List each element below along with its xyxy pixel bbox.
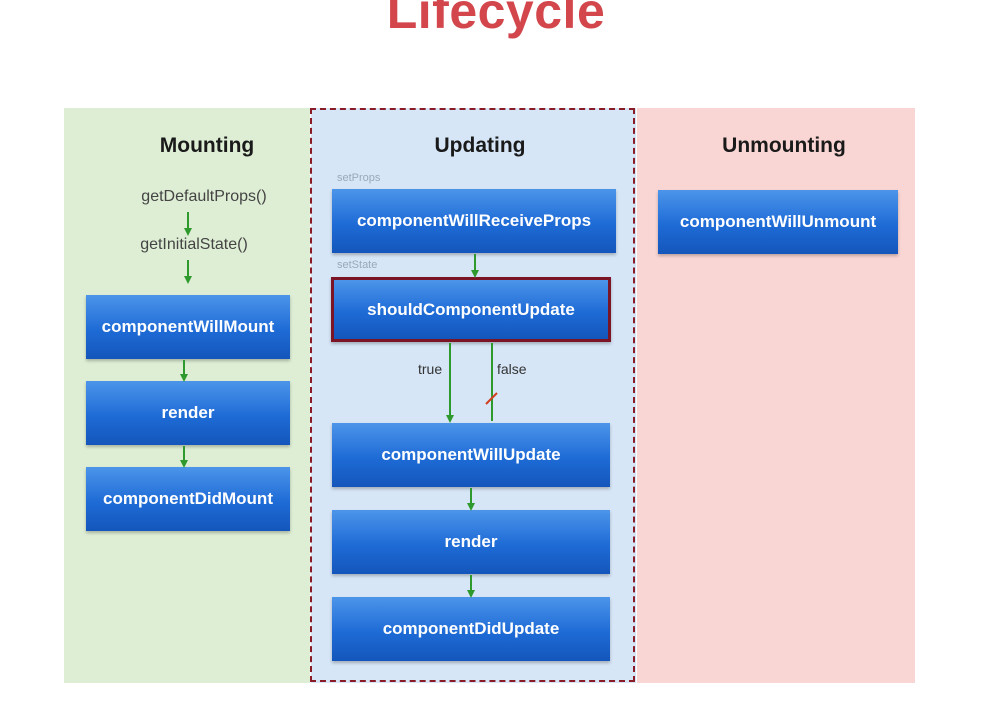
- component-will-unmount-box: componentWillUnmount: [658, 190, 898, 254]
- set-props-label: setProps: [337, 172, 381, 184]
- true-branch-label: true: [418, 361, 443, 377]
- set-state-label: setState: [337, 259, 378, 271]
- false-branch-label: false: [497, 361, 527, 377]
- mounting-render-box: render: [86, 381, 290, 445]
- mounting-heading: Mounting: [159, 134, 255, 157]
- get-initial-state-text: getInitialState(): [140, 236, 248, 253]
- diagram-title: Lifecycle: [386, 0, 606, 39]
- updating-heading: Updating: [434, 134, 526, 157]
- component-will-update-box: componentWillUpdate: [332, 423, 610, 487]
- get-default-props-text: getDefaultProps(): [141, 188, 267, 205]
- unmounting-heading: Unmounting: [722, 134, 846, 157]
- component-will-mount-box: componentWillMount: [86, 295, 290, 359]
- component-will-receive-props-box: componentWillReceiveProps: [332, 189, 616, 253]
- should-component-update-box: shouldComponentUpdate: [331, 277, 611, 342]
- component-did-update-box: componentDidUpdate: [332, 597, 610, 661]
- updating-render-box: render: [332, 510, 610, 574]
- component-did-mount-box: componentDidMount: [86, 467, 290, 531]
